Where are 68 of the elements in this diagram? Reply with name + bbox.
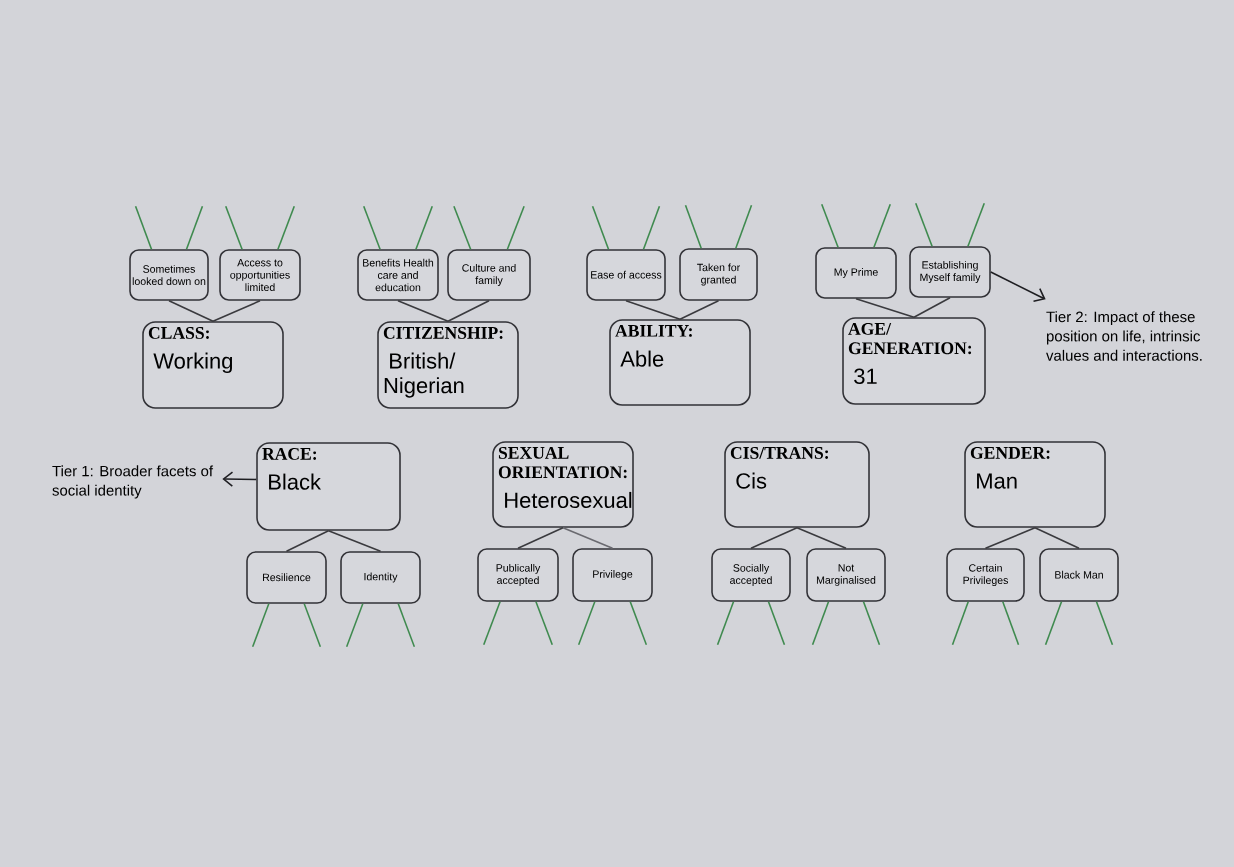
branch-line <box>453 205 472 250</box>
branch-line <box>397 603 416 648</box>
branch-line <box>224 205 243 250</box>
facet-box: Not Marginalised <box>806 548 886 602</box>
facet-box: Publically accepted <box>477 548 559 602</box>
facet-box: Establishing Myself family <box>909 246 991 298</box>
facet-box: My Prime <box>815 247 897 299</box>
branch-line <box>642 205 661 250</box>
branch-line <box>967 202 986 247</box>
annotation-text: Tier 2: Impact of these position on life, intrinsic values and interactions. <box>1046 311 1202 361</box>
connector-line <box>517 527 564 549</box>
branch-line <box>862 601 881 646</box>
connector-line <box>1034 527 1080 549</box>
facet-box: Ease of access <box>586 249 666 301</box>
branch-line <box>482 601 501 646</box>
connector-line <box>679 300 720 320</box>
branch-line <box>1095 601 1114 646</box>
branch-line <box>277 205 296 250</box>
identity-box: ABILITY: Able <box>609 319 751 406</box>
branch-line <box>873 203 892 248</box>
branch-line <box>914 202 933 247</box>
branch-line <box>716 601 735 646</box>
facet-box: Access to opportunities limited <box>219 249 301 301</box>
branch-line <box>1002 601 1020 646</box>
branch-line <box>415 205 434 250</box>
arrow <box>222 471 257 487</box>
facet-box: Certain Privileges <box>946 548 1025 602</box>
facet-box: Resilience <box>246 551 327 604</box>
branch-line <box>684 204 702 249</box>
identity-box: GENDER: Man <box>964 441 1106 528</box>
branch-line <box>185 205 204 250</box>
facet-box: Privilege <box>572 548 653 602</box>
facet-box: Black Man <box>1039 548 1119 602</box>
annotation-text: Tier 1: Broader facets of social identity <box>52 465 214 499</box>
identity-box: AGE/ GENERATION: 31 <box>842 317 986 405</box>
branch-line <box>251 603 270 648</box>
identity-box: CLASS: Working <box>142 321 284 409</box>
connector-line <box>168 300 214 322</box>
facet-box: Culture and family <box>447 249 531 301</box>
branch-line <box>629 601 648 646</box>
branch-line <box>134 205 153 250</box>
arrow <box>990 271 1046 302</box>
facet-box: Identity <box>340 551 421 604</box>
identity-box: CIS/TRANS: Cis <box>724 441 870 528</box>
branch-line <box>577 601 596 646</box>
facet-box: Socially accepted <box>711 548 791 602</box>
branch-line <box>535 601 554 646</box>
connector-line <box>447 300 490 322</box>
connector-line <box>750 527 798 549</box>
branch-line <box>362 205 381 250</box>
connector-line <box>913 297 951 318</box>
branch-line <box>591 205 610 250</box>
branch-line <box>767 601 786 646</box>
branch-line <box>345 603 364 648</box>
connector-line <box>285 530 330 552</box>
branch-line <box>506 205 525 250</box>
facet-box: Taken for granted <box>679 248 758 301</box>
identity-box: RACE: Black <box>256 442 401 531</box>
branch-line <box>1044 601 1063 646</box>
branch-line <box>735 204 753 249</box>
branch-line <box>820 203 839 248</box>
facet-box: Benefits Health care and education <box>357 249 439 301</box>
facet-box: Sometimes looked down on <box>129 249 209 301</box>
branch-line <box>303 603 322 648</box>
branch-line <box>951 601 969 646</box>
identity-box: SEXUAL ORIENTATION: Heterosexual <box>492 441 634 528</box>
identity-box: CITIZENSHIP: British/ Nigerian <box>377 321 519 409</box>
branch-line <box>811 601 830 646</box>
